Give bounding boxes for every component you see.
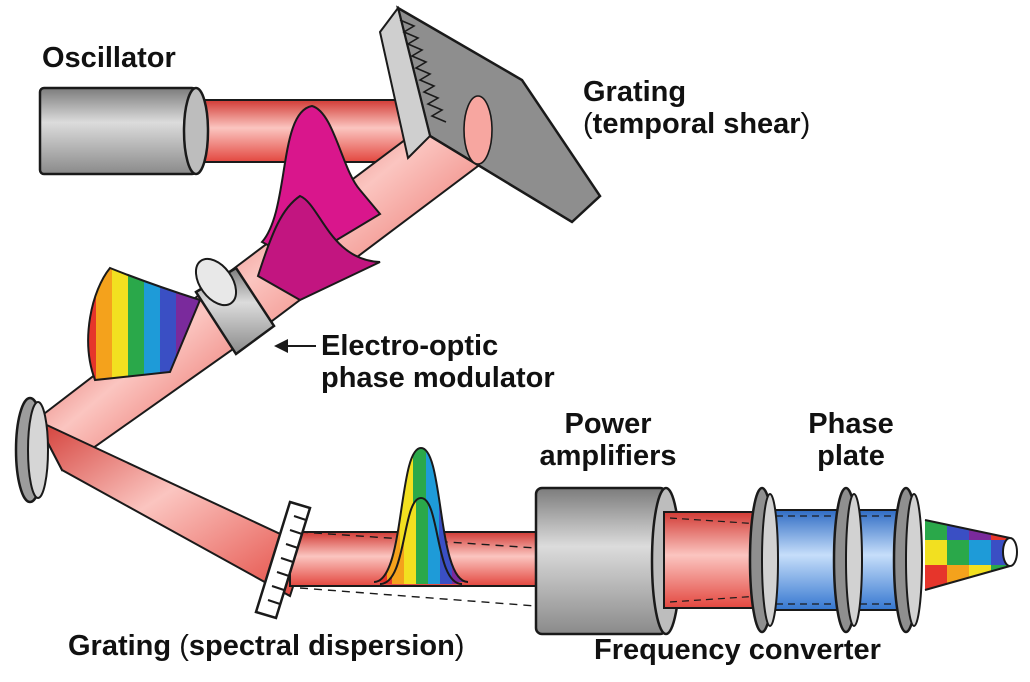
label-grating-word: Grating bbox=[68, 630, 172, 662]
label-phase-line1: Phase bbox=[808, 408, 894, 440]
label-oscillator: Oscillator bbox=[42, 42, 176, 74]
phase-plate bbox=[892, 486, 923, 634]
label-power-amplifiers: Power amplifiers bbox=[528, 408, 688, 473]
paren-close: ) bbox=[800, 108, 811, 141]
label-spectral-dispersion-text: spectral dispersion bbox=[188, 630, 455, 662]
paren-open-2: ( bbox=[179, 630, 189, 662]
label-grating-temporal-line1: Grating bbox=[583, 76, 687, 108]
label-temporal-shear-text: temporal shear bbox=[592, 108, 801, 141]
paren-open: ( bbox=[583, 108, 593, 141]
label-eo-line1: Electro-optic bbox=[321, 330, 499, 362]
label-grating-temporal-line2: (temporal shear) bbox=[583, 108, 810, 140]
label-power-line2: amplifiers bbox=[539, 440, 677, 473]
frequency-converter bbox=[748, 486, 907, 634]
output-spectral-cone bbox=[924, 519, 1018, 591]
arrow-left-icon bbox=[274, 339, 316, 353]
label-eo-line2: phase modulator bbox=[321, 362, 555, 395]
mirror bbox=[14, 396, 49, 504]
label-phase-plate: Phase plate bbox=[786, 408, 916, 473]
label-frequency-converter: Frequency converter bbox=[594, 634, 881, 666]
power-amplifiers bbox=[534, 486, 682, 636]
electro-optic-phase-modulator bbox=[194, 257, 276, 356]
grating-temporal-shear bbox=[378, 5, 602, 224]
grating-spectral-dispersion bbox=[254, 500, 312, 620]
beam-amplifiers-to-converter bbox=[663, 511, 765, 609]
label-electro-optic-phase-modulator: Electro-optic phase modulator bbox=[321, 330, 555, 395]
paren-close-2: ) bbox=[454, 630, 465, 662]
oscillator bbox=[38, 86, 210, 176]
beam-spot-grating bbox=[463, 95, 493, 165]
pulse-shape-lower bbox=[256, 194, 381, 302]
label-grating-temporal-shear: Grating (temporal shear) bbox=[583, 76, 810, 141]
label-power-line1: Power bbox=[564, 408, 652, 440]
beam-mirror-to-spectral-grating bbox=[33, 417, 308, 598]
label-phase-line2: plate bbox=[817, 440, 885, 473]
label-grating-spectral-dispersion: Grating (spectral dispersion) bbox=[68, 630, 464, 662]
